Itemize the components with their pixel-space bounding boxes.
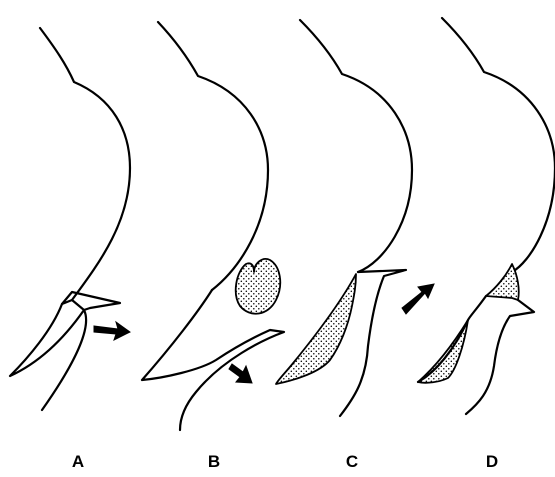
panel-label-d: D bbox=[477, 452, 507, 472]
panel-a-bone-head bbox=[40, 28, 130, 300]
panel-label-c: C bbox=[337, 452, 367, 472]
panel-a-drawing bbox=[10, 28, 130, 410]
panel-c-arrow bbox=[402, 284, 434, 314]
panel-c-defect-fill bbox=[276, 274, 356, 384]
panel-b-loose-body bbox=[236, 259, 281, 314]
panel-a-lesion-flap bbox=[62, 292, 120, 310]
panel-d-drawing bbox=[418, 18, 555, 414]
panel-label-b: B bbox=[199, 452, 229, 472]
panel-a-arrow bbox=[94, 322, 130, 340]
panel-b-bone-head bbox=[158, 22, 268, 290]
panel-c-bone-head bbox=[300, 20, 412, 272]
panel-d-socket-fragment bbox=[418, 296, 534, 414]
panel-b-arrow bbox=[229, 364, 252, 383]
panel-b-drawing bbox=[142, 22, 284, 430]
panel-c-drawing bbox=[276, 20, 434, 416]
panel-d-socket-fill bbox=[418, 320, 468, 383]
panel-label-a: A bbox=[63, 452, 93, 472]
panel-d-plug-fill bbox=[486, 264, 519, 300]
panel-d-bone-head bbox=[442, 18, 555, 272]
panel-a-socket-fragment bbox=[10, 304, 86, 410]
